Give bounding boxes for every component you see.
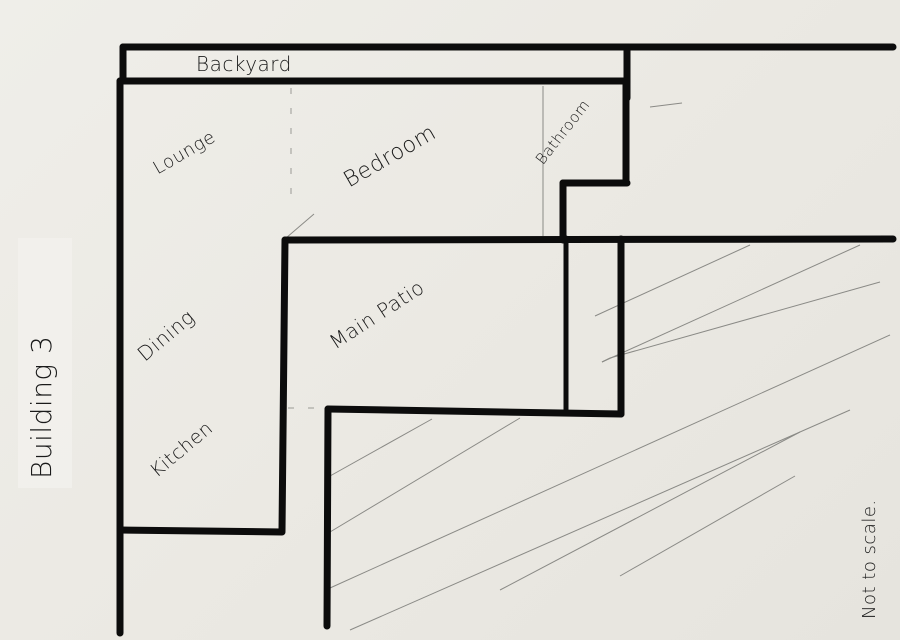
scale-note: Not to scale. — [859, 499, 880, 619]
guide-lines — [285, 86, 683, 409]
building-title: Building 3 — [25, 335, 58, 479]
room-label-backyard: Backyard — [196, 52, 292, 76]
hatching — [329, 244, 891, 631]
title-tape-strip — [18, 238, 72, 488]
walls — [116, 43, 897, 637]
